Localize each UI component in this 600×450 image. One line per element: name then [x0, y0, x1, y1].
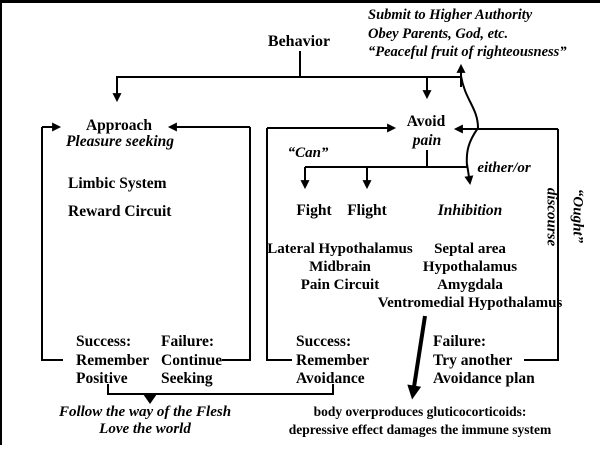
approach-title: Approach — [85, 117, 153, 134]
glucocorticoid-note-line2: depressive effect damages the immune sys… — [288, 421, 552, 437]
septal-area-label: Septal area — [434, 241, 506, 257]
midbrain-label: Midbrain — [309, 259, 371, 275]
hypothalamus-label: Hypothalamus — [422, 259, 518, 275]
approach-success-line2: Remember — [76, 351, 150, 369]
pain-circuit-label: Pain Circuit — [300, 277, 380, 293]
flesh-outcome-line1: Follow the way of the Flesh — [58, 404, 232, 420]
behavior-label: Behavior — [267, 33, 331, 50]
submission-note-line3: “Peaceful fruit of righteousness” — [368, 44, 567, 60]
discourse-label: discourse — [543, 187, 560, 247]
amygdala-label: Amygdala — [437, 277, 503, 293]
fight-flight-areas: Lateral Hypothalamus Midbrain Pain Circu… — [267, 240, 412, 294]
approach-failure-line1: Failure: — [161, 333, 215, 350]
avoid-left-loop-line — [266, 128, 292, 361]
avoid-subtitle: pain — [412, 132, 442, 149]
approach-right-loop-line — [222, 127, 251, 361]
avoid-success-line1: Success: — [296, 333, 352, 350]
approach-success-line3: Positive — [76, 370, 128, 387]
glucocorticoid-note-line1: body overproduces gluticocorticoids: — [313, 404, 527, 419]
glucocorticoid-note: body overproduces gluticocorticoids: dep… — [289, 403, 552, 438]
approach-failure-line3: Seeking — [161, 370, 213, 387]
avoid-failure-line3: Avoidance plan — [433, 370, 535, 387]
ought-label: “Ought” — [569, 188, 586, 244]
approach-failure-block: Failure: Continue Seeking — [161, 333, 222, 389]
fight-label: Fight — [296, 202, 332, 219]
can-label: “Can” — [287, 145, 329, 161]
avoid-failure-block: Failure: Try another Avoidance plan — [433, 333, 535, 389]
frame-left-edge — [0, 0, 2, 445]
approach-left-loop-line — [41, 127, 63, 361]
either-or-curve — [460, 75, 480, 167]
submission-note-line1: Submit to Higher Authority — [368, 7, 533, 23]
inhibition-areas: Septal area Hypothalamus Amygdala Ventro… — [378, 240, 563, 312]
ventromedial-hypothalamus-label: Ventromedial Hypothalamus — [377, 295, 563, 311]
avoid-failure-line2: Try another — [433, 351, 513, 369]
approach-success-line1: Success: — [76, 333, 132, 350]
avoid-failure-line1: Failure: — [433, 333, 487, 350]
limbic-system-label: Limbic System — [68, 175, 167, 192]
lateral-hypothalamus-label: Lateral Hypothalamus — [267, 241, 413, 257]
flesh-outcome: Follow the way of the Flesh Love the wor… — [59, 404, 231, 437]
approach-subtitle: Pleasure seeking — [65, 133, 175, 150]
split-to-approach-arrow — [112, 76, 460, 103]
avoid-success-line3: Avoidance — [296, 370, 365, 387]
reward-circuit-label: Reward Circuit — [68, 203, 172, 220]
inhibition-arrow — [464, 163, 474, 186]
avoid-success-line2: Remember — [296, 351, 370, 369]
frame-top-edge — [0, 0, 600, 3]
avoid-success-block: Success: Remember Avoidance — [296, 333, 369, 389]
submission-note-line2: Obey Parents, God, etc. — [368, 25, 509, 42]
submission-note: Submit to Higher Authority Obey Parents,… — [368, 6, 567, 62]
inhibition-label: Inhibition — [437, 202, 503, 219]
success-bracket-line — [107, 384, 334, 395]
flesh-arrowhead — [143, 394, 157, 404]
either-or-label: either/or — [477, 160, 531, 176]
approach-failure-line2: Continue — [161, 351, 223, 369]
flesh-outcome-line2: Love the world — [99, 420, 191, 437]
avoid-right-loop-line — [524, 129, 559, 361]
approach-success-block: Success: Remember Positive — [76, 333, 149, 389]
avoid-title: Avoid — [406, 113, 446, 130]
flight-label: Flight — [347, 202, 387, 219]
glucocorticoid-arrow — [407, 315, 427, 400]
